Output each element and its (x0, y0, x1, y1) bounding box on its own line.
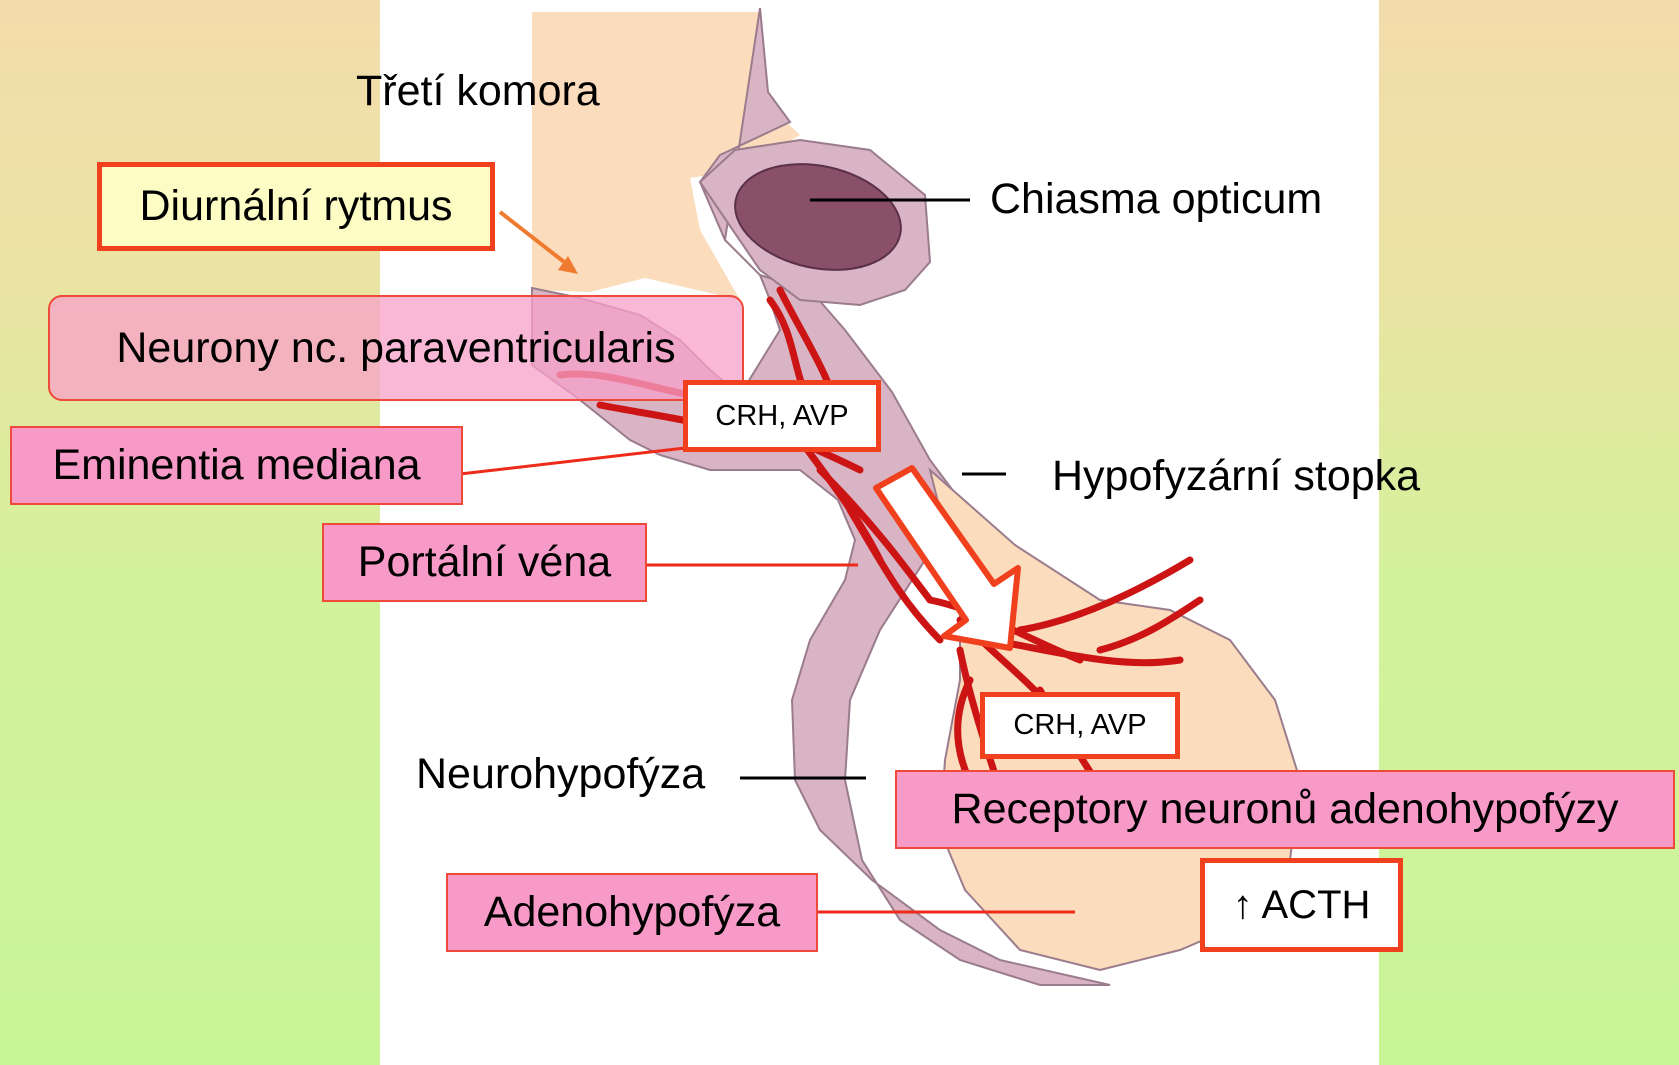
acth-box: ↑ ACTH (1200, 858, 1403, 952)
diurnalni-rytmus-box: Diurnální rytmus (97, 162, 495, 251)
treti-komora-label: Třetí komora (356, 70, 600, 113)
neurony-box: Neurony nc. paraventricularis (48, 295, 744, 401)
eminentia-mediana-box: Eminentia mediana (10, 426, 463, 505)
eminentia-leader (460, 448, 685, 474)
adenohypofyza-box: Adenohypofýza (446, 873, 818, 952)
hypofyzarni-stopka-label: Hypofyzární stopka (1052, 455, 1420, 498)
crh-avp-bottom-box: CRH, AVP (980, 692, 1180, 759)
portalni-vena-box: Portální véna (322, 523, 647, 602)
neurohypofyza-label: Neurohypofýza (416, 753, 705, 796)
crh-avp-top-box: CRH, AVP (683, 380, 881, 452)
chiasma-opticum-label: Chiasma opticum (990, 178, 1322, 221)
receptory-box: Receptory neuronů adenohypofýzy (895, 770, 1675, 849)
